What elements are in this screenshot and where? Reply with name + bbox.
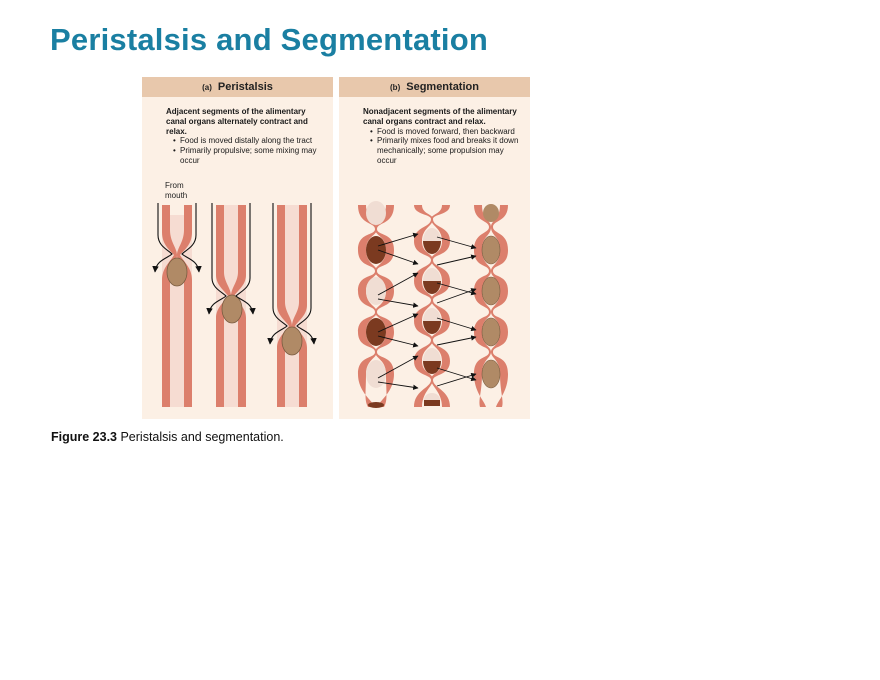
figure-caption: Figure 23.3 Peristalsis and segmentation… [51,430,284,444]
peristalsis-tube-1 [162,205,192,407]
panel-name: Segmentation [406,81,479,93]
panel-intro: Nonadjacent segments of the alimentary c… [363,107,517,126]
from-mouth-label: From mouth [165,181,188,200]
panel-header: (a) Peristalsis [142,77,333,97]
caption-label: Figure 23.3 [51,430,117,444]
peristalsis-tube-2 [216,205,246,407]
caption-text: Peristalsis and segmentation. [117,430,284,444]
peristalsis-tube-3 [277,205,307,407]
slide-title: Peristalsis and Segmentation [50,22,489,57]
segmentation-tube-2 [414,205,450,407]
segmentation-tube-3 [474,204,508,407]
panel-header: (b) Segmentation [339,77,530,97]
panel-letter: (b) [390,82,401,92]
panel-intro: Adjacent segments of the alimentary cana… [166,107,308,136]
panel-description: Adjacent segments of the alimentary cana… [166,107,326,166]
panel-letter: (a) [202,82,212,92]
segmentation-tube-1 [358,201,394,408]
segmentation-arrows [377,232,477,390]
bullet-item: Food is moved distally along the tract [166,136,326,146]
bullet-item: Food is moved forward, then backward [363,127,523,137]
panel-description: Nonadjacent segments of the alimentary c… [363,107,523,166]
bullet-item: Primarily propulsive; some mixing may oc… [166,146,326,166]
bullet-item: Primarily mixes food and breaks it down … [363,136,523,165]
peristalsis-arrows [152,203,317,345]
panel-name: Peristalsis [217,81,273,93]
